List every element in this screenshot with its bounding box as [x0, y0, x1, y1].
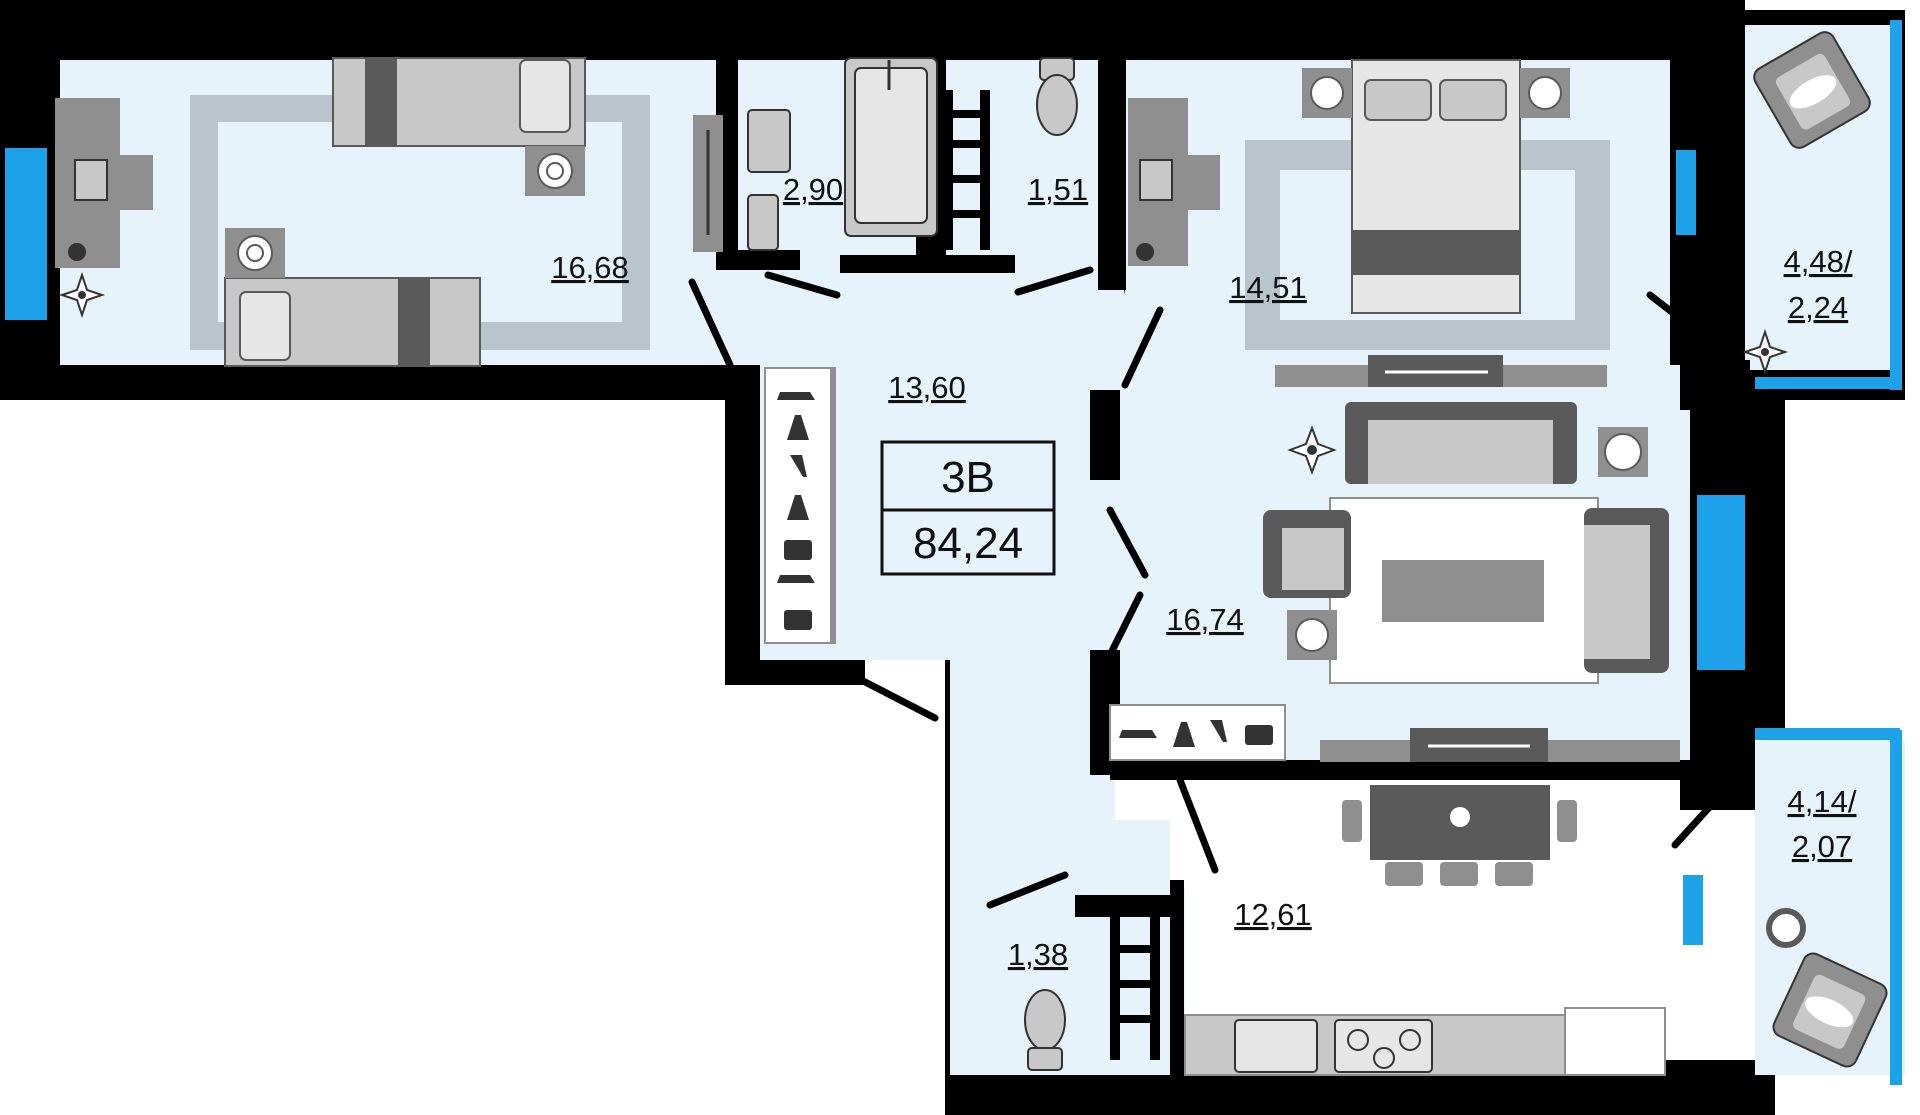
living-furniture	[1109, 402, 1680, 762]
window-living	[1697, 495, 1745, 670]
window-balcony-top-base	[1755, 377, 1900, 389]
door-swings	[688, 266, 1729, 909]
window-kitchen	[1683, 875, 1703, 945]
balcony-bottom-furniture	[1766, 908, 1888, 1068]
window-left	[5, 148, 47, 320]
bedroom-right-furniture	[1128, 59, 1610, 387]
stove	[1334, 1019, 1433, 1073]
balcony-top-furniture	[1741, 31, 1871, 376]
window-balcony-top-frame	[1890, 20, 1902, 390]
rug-right	[1245, 140, 1610, 350]
sink	[747, 109, 791, 173]
area-balcony-bottom-1: 4,14/	[1788, 784, 1857, 819]
area-bedroom-right: 14,51	[1229, 270, 1307, 305]
window-balcony-bottom-frame	[1890, 730, 1902, 1085]
toilet-top-fixture	[1036, 57, 1078, 136]
sink-kitchen	[1234, 1019, 1318, 1073]
apartment-badge: 3В 84,24	[880, 440, 1056, 576]
wardrobe-top	[693, 115, 723, 252]
area-balcony-top-1: 4,48/	[1784, 244, 1853, 279]
kitchen-furniture	[1184, 785, 1666, 1076]
area-hall: 13,60	[888, 370, 966, 405]
area-toilet-bottom: 1,38	[1008, 937, 1068, 972]
toilet-bottom-fixture	[1024, 910, 1160, 1071]
wardrobe-hall	[764, 367, 836, 644]
bathroom-fixtures	[747, 57, 990, 251]
plant-icon	[1741, 328, 1789, 376]
window-bedroom-right	[1676, 150, 1696, 235]
fridge	[1564, 1007, 1666, 1076]
area-toilet-top: 1,51	[1028, 172, 1088, 207]
area-living-room: 16,74	[1166, 602, 1244, 637]
apartment-total-area: 84,24	[913, 519, 1023, 568]
area-balcony-bottom-2: 2,07	[1792, 829, 1852, 864]
area-balcony-top-2: 2,24	[1788, 290, 1848, 325]
living-plant-icon	[1287, 425, 1337, 475]
windows	[5, 20, 1902, 1085]
area-bedroom-left: 16,68	[551, 250, 629, 285]
compass-icon	[58, 271, 106, 319]
coffee-table	[1382, 560, 1544, 622]
window-balcony-bottom-top	[1755, 728, 1900, 740]
washing-machine	[747, 194, 779, 251]
area-bathroom: 2,90	[783, 172, 843, 207]
apartment-type: 3В	[941, 453, 995, 502]
area-labels: 16,68 2,90 1,51 14,51 4,48/ 2,24 13,60 1…	[551, 172, 1857, 972]
bedroom-left-furniture	[55, 57, 650, 367]
area-kitchen: 12,61	[1234, 897, 1312, 932]
